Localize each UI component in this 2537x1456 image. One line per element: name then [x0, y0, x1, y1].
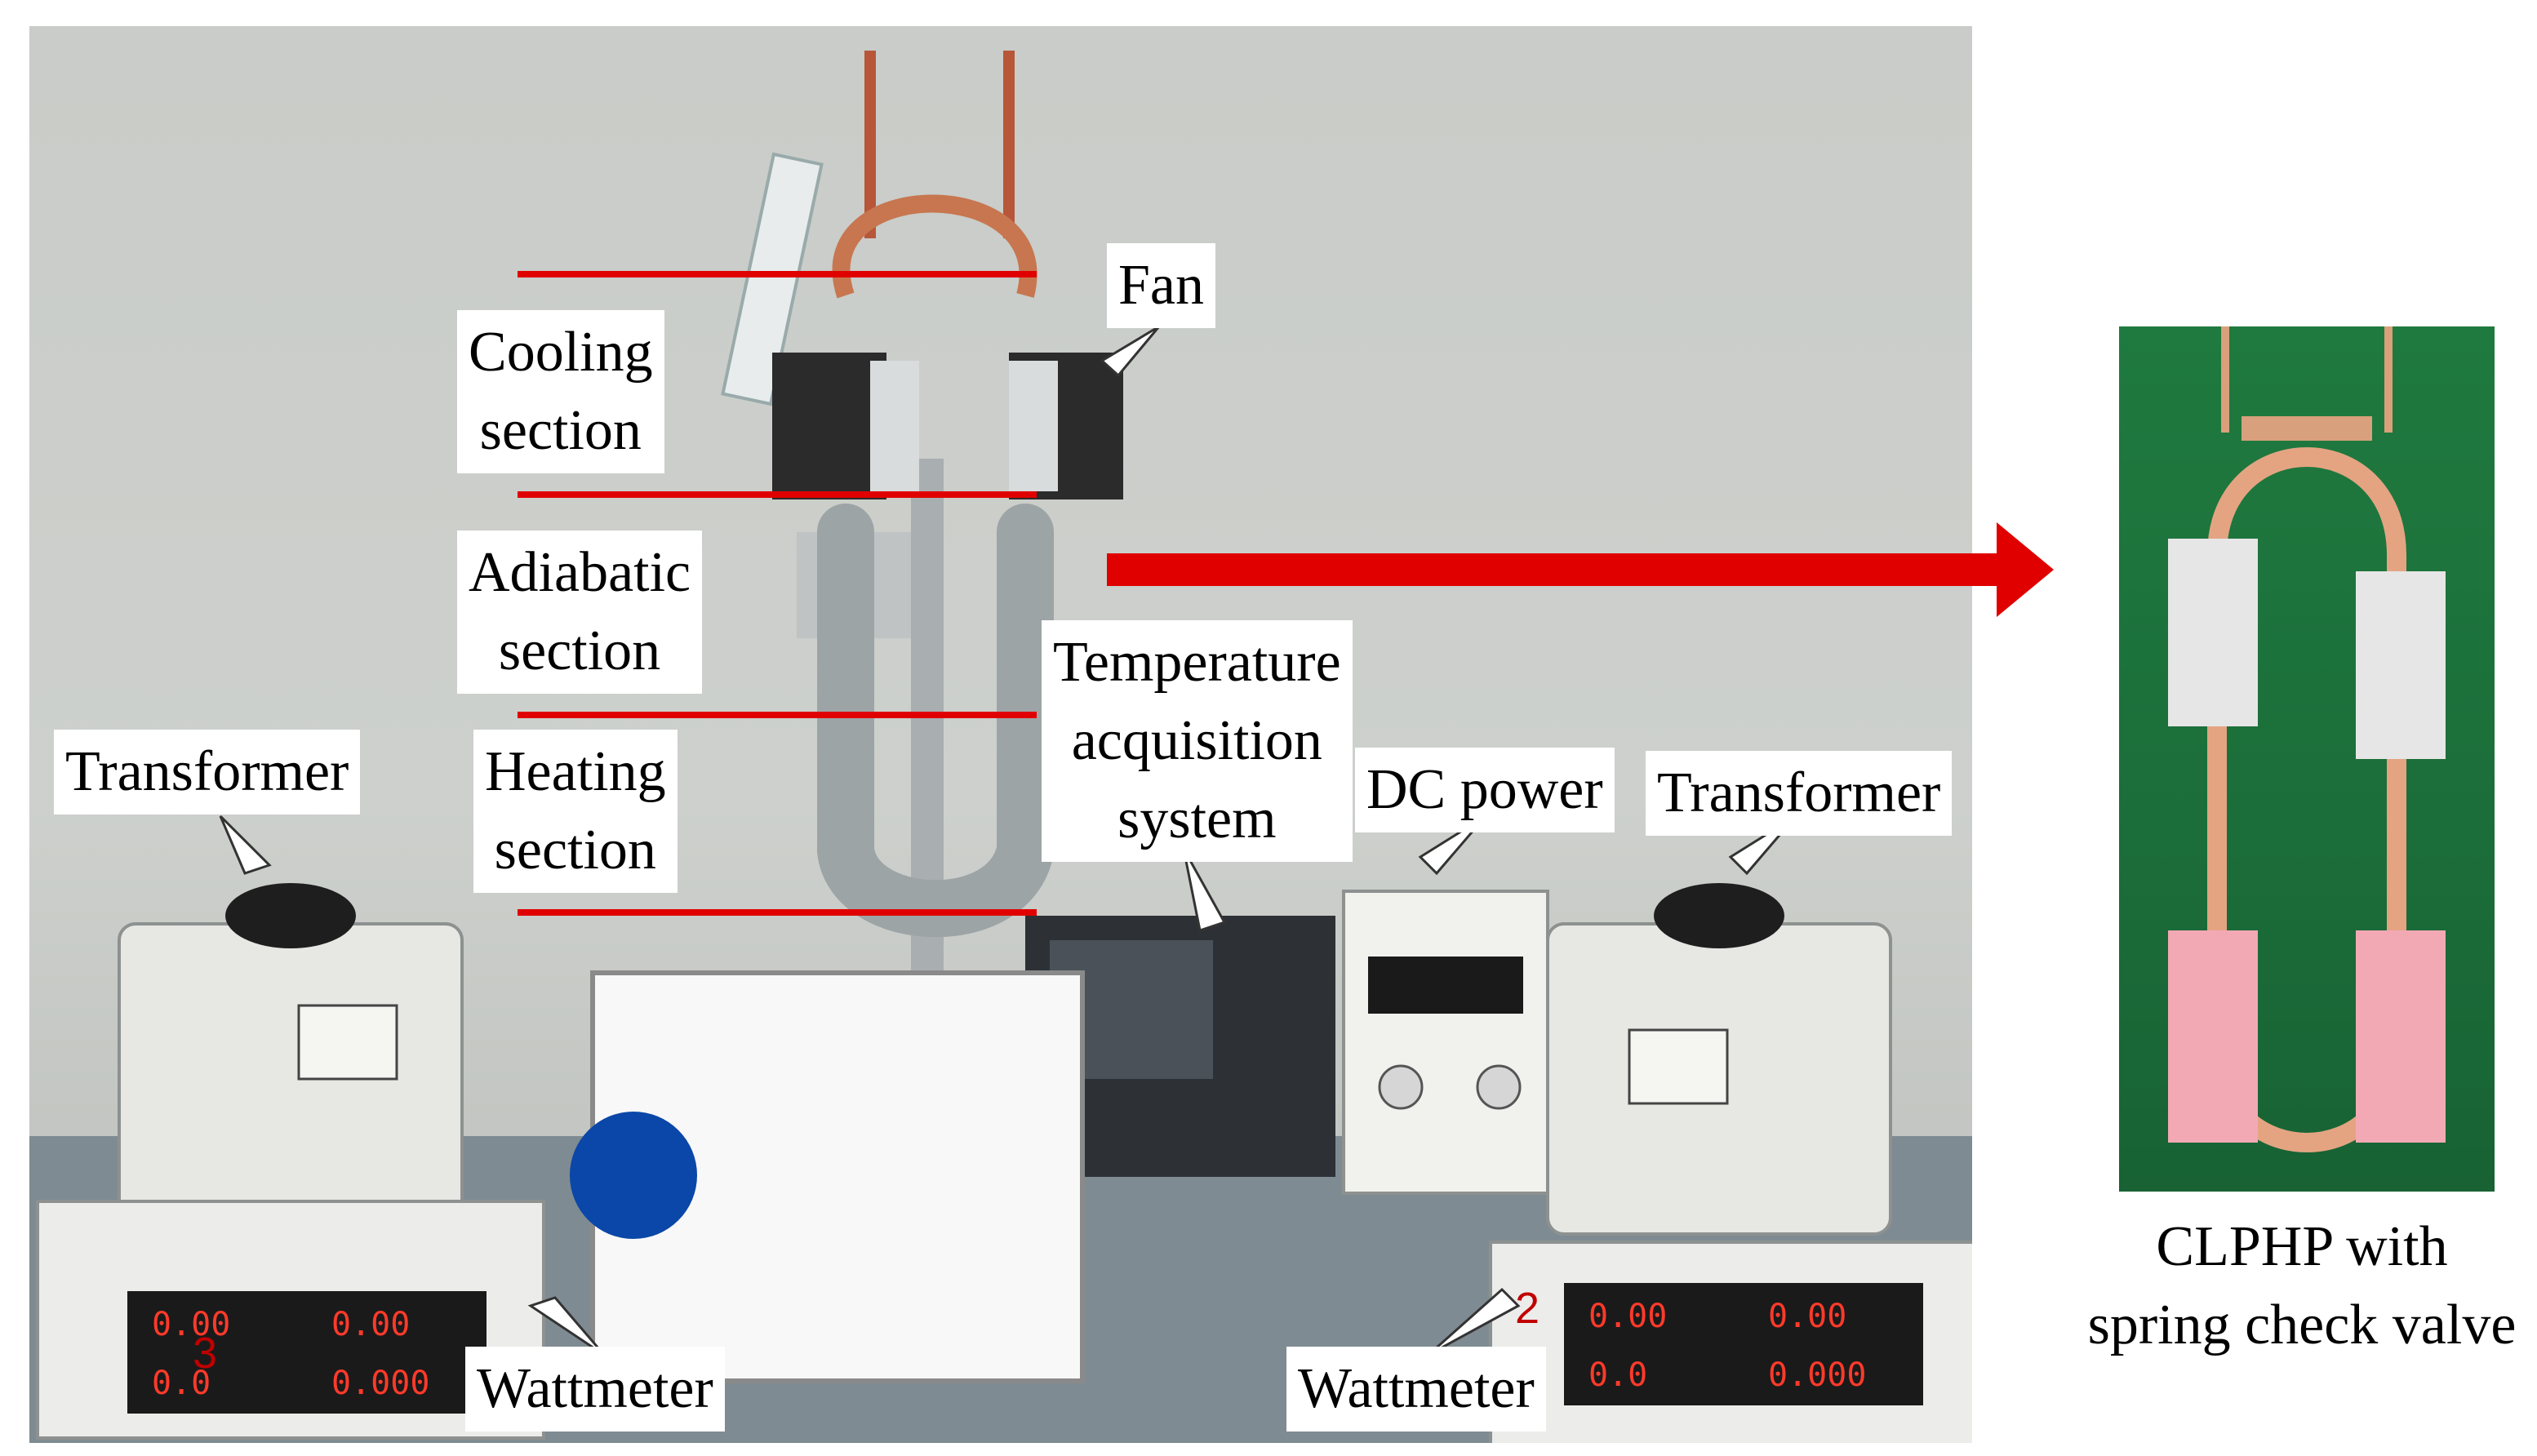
meter-right-reading-3: 0.0 [1588, 1356, 1648, 1394]
label-cooling-section: Cooling section [457, 310, 664, 473]
pointer-arrows [219, 325, 1797, 1356]
dc-power-body [1342, 890, 1549, 1195]
blue-dot-marker [570, 1112, 697, 1239]
clphp-illustration [2168, 326, 2446, 1152]
meter-right-reading-1: 0.00 [1588, 1298, 1668, 1335]
meter-left-reading-4: 0.000 [331, 1365, 430, 1402]
inset-fin-left [2168, 539, 2258, 726]
wattmeter-left-display: 0.00 0.00 0.0 0.000 [127, 1291, 487, 1414]
fan-pointer [1100, 325, 1161, 378]
pipe-top [864, 51, 1015, 238]
label-dc-power: DC power [1355, 748, 1615, 832]
big-arrow-head [1997, 522, 2054, 617]
label-heating-line2: section [494, 819, 656, 881]
inset-wires-left [2168, 930, 2258, 1143]
label-transformer-right: Transformer [1646, 751, 1953, 836]
meter-right-reading-4: 0.000 [1768, 1356, 1867, 1394]
label-temperature-line1: Temperature [1053, 631, 1341, 694]
label-wattmeter-left: Wattmeter [465, 1347, 725, 1432]
meter-left-reading-3: 0.0 [152, 1365, 211, 1402]
label-temperature-line2: acquisition [1071, 709, 1322, 772]
label-cooling-line2: section [479, 399, 642, 462]
pipe-bend [832, 194, 1037, 299]
caption-line1: CLPHP with [2156, 1215, 2448, 1278]
transformer-left-pointer [219, 815, 272, 875]
clphp-inset-photo [2119, 326, 2495, 1192]
label-transformer-left: Transformer [54, 730, 361, 815]
experimental-setup-photo: 0.00 0.00 0.0 0.000 3 0.00 0.00 0.0 0.00… [29, 26, 1972, 1443]
inset-wires-right [2356, 930, 2446, 1143]
meter-left-reading-1: 0.00 [152, 1306, 231, 1343]
label-heating-line1: Heating [485, 740, 666, 803]
label-adiabatic-section: Adiabatic section [457, 530, 703, 694]
meter-left-reading-2: 0.00 [331, 1306, 411, 1343]
caption-line2: spring check valve [2087, 1294, 2517, 1356]
wattmeter-right-display: 0.00 0.00 0.0 0.000 [1564, 1283, 1923, 1405]
insulated-pipe [817, 504, 1054, 938]
label-adiabatic-line1: Adiabatic [469, 541, 691, 604]
label-adiabatic-line2: section [498, 619, 661, 682]
label-temperature-line3: system [1117, 788, 1277, 850]
label-fan: Fan [1107, 243, 1215, 328]
meter-left-tag: 3 [193, 1329, 218, 1378]
inset-caption: CLPHP with spring check valve [2073, 1208, 2530, 1365]
inset-fin-right [2356, 571, 2446, 759]
label-heating-section: Heating section [473, 730, 678, 893]
label-cooling-line1: Cooling [469, 321, 653, 384]
label-temperature-acquisition: Temperature acquisition system [1042, 620, 1353, 862]
wattmeter-right-pointer [1428, 1287, 1521, 1356]
meter-right-tag: 2 [1515, 1284, 1540, 1333]
big-arrow-shaft [1107, 553, 2005, 586]
fan-left [772, 353, 886, 499]
meter-right-reading-2: 0.00 [1768, 1298, 1847, 1335]
label-wattmeter-right: Wattmeter [1286, 1347, 1546, 1432]
wattmeter-left-pointer [527, 1296, 606, 1356]
temperature-pointer [1182, 848, 1227, 932]
